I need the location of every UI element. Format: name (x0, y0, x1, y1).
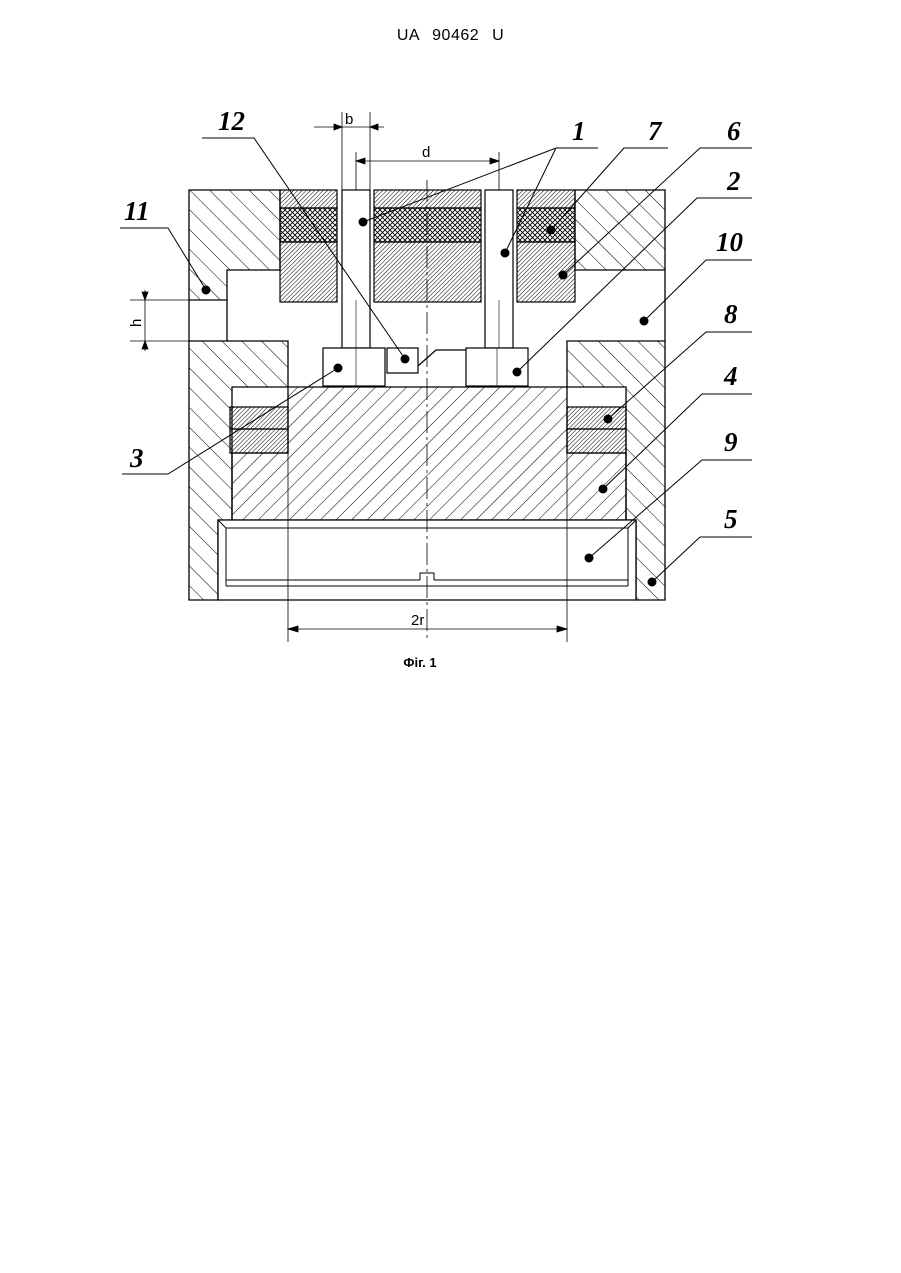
housing-top-left (189, 190, 280, 300)
label-10: 10 (716, 227, 744, 257)
label-5: 5 (724, 504, 738, 534)
label-3: 3 (129, 443, 144, 473)
dim-d: d (422, 144, 430, 161)
label-8: 8 (724, 299, 738, 329)
dim-2r: 2r (411, 612, 424, 629)
label-9: 9 (724, 427, 738, 457)
figure-caption: Фіг. 1 (0, 655, 840, 670)
label-11: 11 (124, 196, 150, 226)
label-6: 6 (727, 116, 741, 146)
dim-h: h (128, 319, 145, 327)
dim-b: b (345, 111, 353, 128)
coil-assembly (280, 190, 575, 302)
label-12: 12 (218, 106, 245, 136)
label-4: 4 (723, 361, 738, 391)
label-1: 1 (572, 116, 586, 146)
electrode-holders (323, 348, 528, 386)
label-2: 2 (726, 166, 741, 196)
label-7: 7 (648, 116, 663, 146)
housing-top-right (575, 190, 665, 270)
